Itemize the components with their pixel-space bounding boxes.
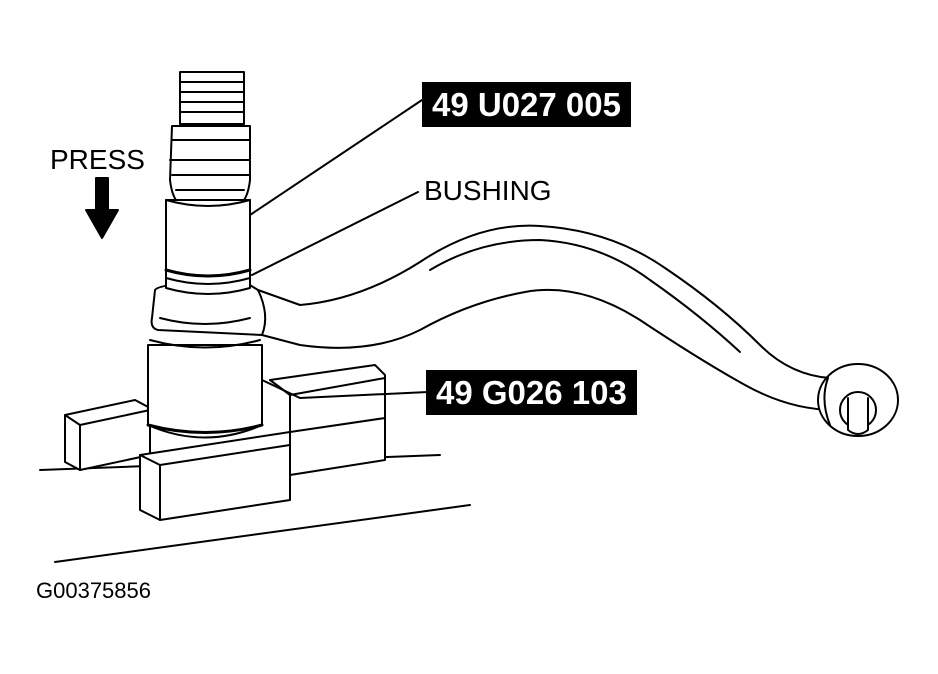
lower-tool-cup [146,339,301,439]
upper-tool [164,71,252,295]
arrow-down-icon [85,177,119,239]
press-label: PRESS [50,144,145,175]
control-arm [150,224,836,411]
lower-tool-callout: 49 G026 103 [426,370,637,415]
upper-tool-callout: 49 U027 005 [422,82,631,127]
figure-id: G00375856 [36,578,151,603]
leader-lines [249,99,429,399]
support-blocks [64,364,386,521]
ball-joint [817,363,899,437]
bushing-label: BUSHING [424,175,552,206]
